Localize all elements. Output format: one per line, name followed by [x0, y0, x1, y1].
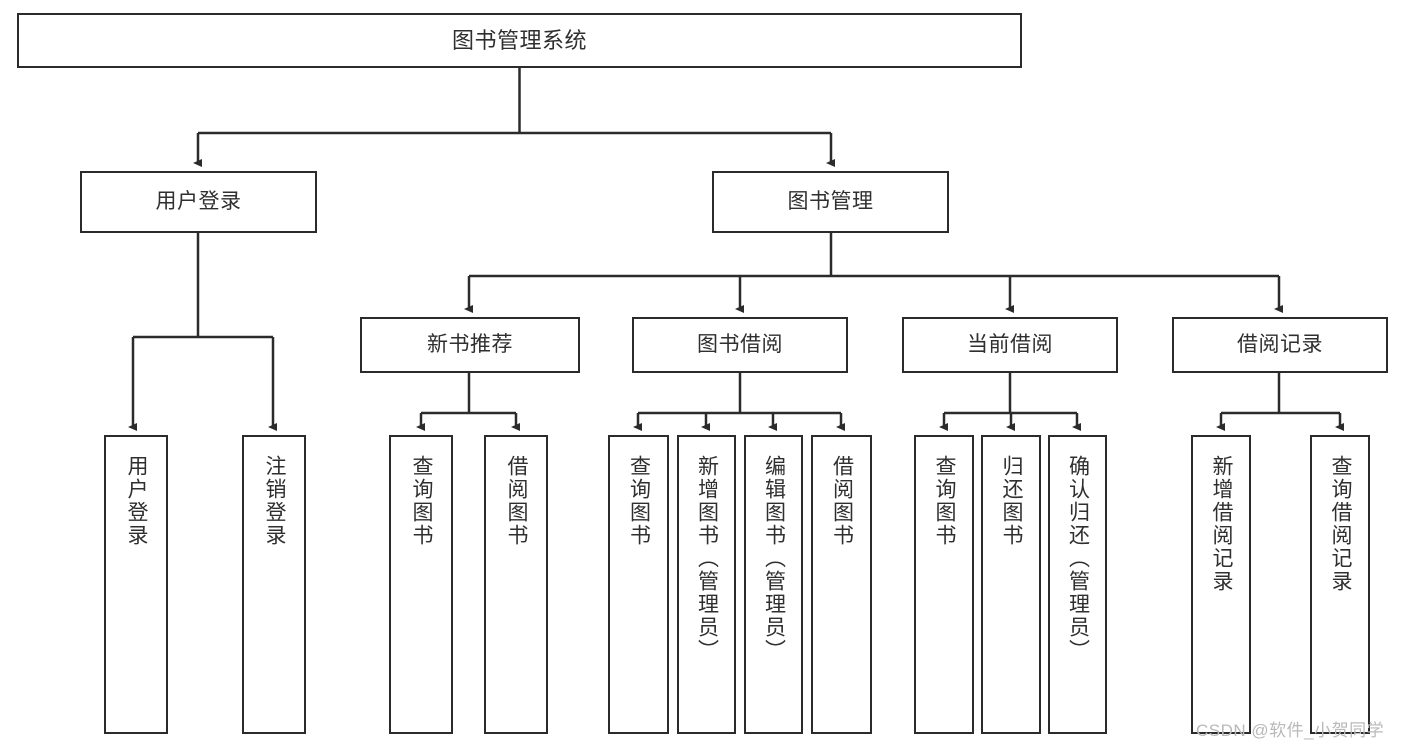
node-label: 新增借阅记录 — [1210, 455, 1234, 593]
csdn-watermark: CSDN @软件_小贺同学 — [1196, 721, 1385, 740]
node-label: 新增图书（管理员） — [695, 455, 719, 662]
node-label: 查询图书 — [933, 455, 957, 547]
node-label: 借阅图书 — [830, 455, 854, 547]
node-label: 归还图书 — [1000, 455, 1024, 547]
leaf-edit-book-admin[interactable]: 编辑图书（管理员） — [744, 435, 803, 734]
leaf-logout[interactable]: 注销登录 — [242, 435, 306, 734]
leaf-borrow-book-rec[interactable]: 借阅图书 — [484, 435, 548, 734]
node-label: 查询图书 — [627, 455, 651, 547]
node-label: 新书推荐 — [427, 332, 513, 356]
node-borrowing-record[interactable]: 借阅记录 — [1172, 317, 1388, 373]
node-root-system[interactable]: 图书管理系统 — [17, 13, 1022, 68]
node-user-login[interactable]: 用户登录 — [80, 171, 317, 233]
leaf-add-borrow-record[interactable]: 新增借阅记录 — [1191, 435, 1251, 734]
node-label: 用户登录 — [125, 455, 149, 547]
node-label: 用户登录 — [155, 189, 242, 213]
node-label: 借阅图书 — [505, 455, 529, 547]
node-label: 当前借阅 — [967, 332, 1053, 356]
leaf-add-book-admin[interactable]: 新增图书（管理员） — [677, 435, 736, 734]
node-book-management[interactable]: 图书管理 — [712, 171, 949, 233]
leaf-borrow-book[interactable]: 借阅图书 — [811, 435, 872, 734]
node-label: 查询借阅记录 — [1329, 455, 1353, 593]
leaf-user-login[interactable]: 用户登录 — [104, 435, 168, 734]
leaf-query-borrow-record[interactable]: 查询借阅记录 — [1310, 435, 1370, 734]
node-label: 确认归还（管理员） — [1066, 455, 1090, 662]
node-label: 图书管理 — [787, 189, 874, 213]
node-new-book-recommendation[interactable]: 新书推荐 — [360, 317, 580, 373]
node-label: 借阅记录 — [1237, 332, 1323, 356]
leaf-query-book-rec[interactable]: 查询图书 — [389, 435, 453, 734]
node-current-borrowing[interactable]: 当前借阅 — [902, 317, 1118, 373]
leaf-query-book-current[interactable]: 查询图书 — [914, 435, 974, 734]
node-label: 图书借阅 — [697, 332, 783, 356]
node-label: 查询图书 — [410, 455, 434, 547]
node-book-borrowing[interactable]: 图书借阅 — [632, 317, 848, 373]
node-label: 注销登录 — [263, 455, 287, 547]
node-label: 图书管理系统 — [451, 27, 587, 53]
leaf-query-book-borrow[interactable]: 查询图书 — [608, 435, 669, 734]
leaf-return-book[interactable]: 归还图书 — [981, 435, 1041, 734]
node-label: 编辑图书（管理员） — [762, 455, 786, 662]
leaf-confirm-return-admin[interactable]: 确认归还（管理员） — [1048, 435, 1107, 734]
